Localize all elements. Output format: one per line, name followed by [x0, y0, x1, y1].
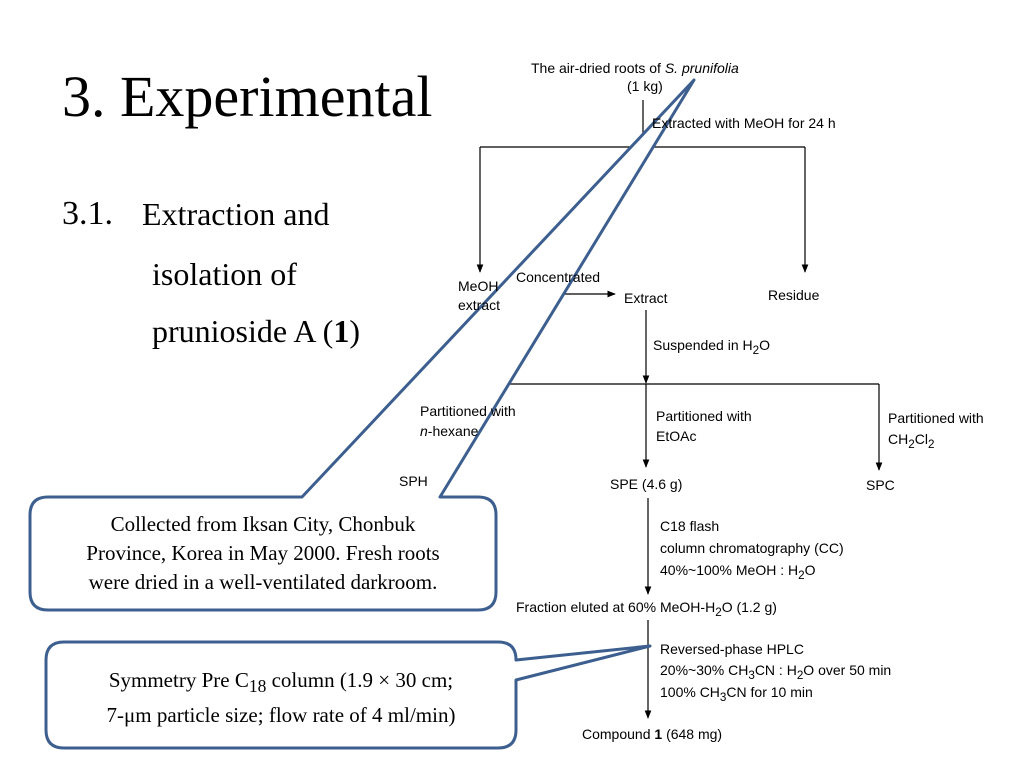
- compound-number: 1: [333, 313, 350, 349]
- partition-hexane-line1: Partitioned with: [420, 403, 516, 419]
- node-fraction-suffix: O (1.2 g): [721, 599, 777, 615]
- roots-callout-text: Collected from Iksan City, Chonbuk Provi…: [32, 510, 494, 597]
- partition-ch2cl2-line1: Partitioned with: [888, 410, 984, 426]
- step-suspended-prefix: Suspended in H: [653, 337, 753, 353]
- ch2cl2-cl: Cl: [914, 431, 928, 447]
- step-hplc-line3-a: 100% CH: [660, 684, 720, 700]
- step-hplc-line2: 20%~30% CH3CN : H2O over 50 min: [660, 661, 891, 685]
- step-hplc-line2-sub1: 3: [748, 668, 755, 682]
- ch2cl2-sub1: 2: [908, 437, 915, 451]
- roots-callout-line1: Collected from Iksan City, Chonbuk: [110, 512, 416, 536]
- step-hplc-line3: 100% CH3CN for 10 min: [660, 683, 813, 707]
- ch2cl2-sub2: 2: [927, 437, 935, 451]
- node-extract: Extract: [624, 290, 668, 306]
- step-hplc-line2-b: CN : H: [754, 662, 797, 678]
- subsection-title-line1: Extraction and: [142, 196, 330, 232]
- species-name: S. prunifolia: [664, 60, 739, 76]
- roots-callout-line3: were dried in a well-ventilated darkroom…: [88, 570, 438, 594]
- column-callout-prefix: Symmetry Pre C: [108, 668, 249, 692]
- step-c18-line3-prefix: 40%~100% MeOH : H: [660, 562, 799, 578]
- partition-ch2cl2-line2: CH2Cl2: [888, 430, 934, 454]
- node-fraction: Fraction eluted at 60% MeOH-H2O (1.2 g): [516, 598, 777, 622]
- step-c18-line3: 40%~100% MeOH : H2O: [660, 561, 816, 585]
- step-hplc-line3-sub: 3: [719, 690, 727, 704]
- column-callout-suffix: column (1.9 × 30 cm;: [266, 668, 454, 692]
- step-suspended: Suspended in H2O: [653, 336, 770, 360]
- subsection-line3-suffix: ): [349, 313, 360, 349]
- step-suspended-suffix: O: [759, 337, 771, 353]
- node-compound: Compound 1 (648 mg): [582, 725, 722, 743]
- subsection-title-line2: isolation of: [152, 256, 297, 292]
- step-c18-line3-sub: 2: [798, 568, 805, 582]
- column-callout-line2: 7-μm particle size; flow rate of 4 ml/mi…: [106, 703, 456, 728]
- step-suspended-sub: 2: [752, 343, 760, 357]
- start-roots-prefix: The air-dried roots of: [531, 60, 665, 76]
- step-c18-line2: column chromatography (CC): [660, 540, 844, 556]
- column-callout-sub: 18: [248, 676, 267, 697]
- partition-hexane-italic: n: [420, 423, 428, 439]
- start-roots-mass: (1 kg): [627, 78, 663, 94]
- roots-callout-line2: Province, Korea in May 2000. Fresh roots: [86, 541, 440, 565]
- step-extraction: Extracted with MeOH for 24 h: [652, 115, 836, 131]
- subsection-number: 3.1.: [62, 195, 113, 232]
- node-spc: SPC: [866, 477, 895, 493]
- column-callout-line1: Symmetry Pre C18 column (1.9 × 30 cm;: [48, 666, 514, 701]
- step-hplc-line2-c: O over 50 min: [803, 662, 892, 678]
- step-concentrated: Concentrated: [516, 269, 601, 285]
- node-compound-prefix: Compound: [582, 726, 655, 742]
- step-hplc-line1: Reversed-phase HPLC: [660, 641, 804, 657]
- start-roots-line1: The air-dried roots of S. prunifolia: [531, 59, 739, 77]
- subsection-title-line3: prunioside A (1): [152, 313, 360, 350]
- ch2cl2-ch: CH: [888, 431, 909, 447]
- column-callout-shape: [44, 640, 652, 750]
- partition-etoac-line1: Partitioned with: [656, 408, 752, 424]
- subsection-line3-prefix: prunioside A (: [152, 313, 334, 349]
- roots-callout-shape: [28, 78, 696, 612]
- node-sph: SPH: [399, 473, 428, 489]
- step-c18-line3-suffix: O: [804, 562, 816, 578]
- node-fraction-prefix: Fraction eluted at 60% MeOH-H: [516, 599, 716, 615]
- node-fraction-sub: 2: [715, 605, 722, 619]
- partition-etoac-line2: EtOAc: [656, 428, 697, 444]
- step-c18-line1: C18 flash: [660, 518, 720, 534]
- node-spe: SPE (4.6 g): [610, 476, 683, 492]
- column-callout-text: Symmetry Pre C18 column (1.9 × 30 cm; 7-…: [48, 666, 514, 730]
- partition-hexane-line2: n-hexane: [420, 422, 478, 440]
- node-meoh-extract-line1: MeOH: [458, 278, 499, 294]
- node-meoh-extract-line2: extract: [458, 297, 501, 313]
- partition-hexane-rest: -hexane: [427, 423, 479, 439]
- node-compound-suffix: (648 mg): [662, 726, 723, 742]
- step-hplc-line2-a: 20%~30% CH: [660, 662, 749, 678]
- step-hplc-line2-sub2: 2: [796, 668, 804, 682]
- slide-title: 3. Experimental: [62, 64, 433, 129]
- node-residue: Residue: [768, 287, 820, 303]
- node-compound-bold: 1: [654, 726, 663, 742]
- step-hplc-line3-b: CN for 10 min: [726, 684, 813, 700]
